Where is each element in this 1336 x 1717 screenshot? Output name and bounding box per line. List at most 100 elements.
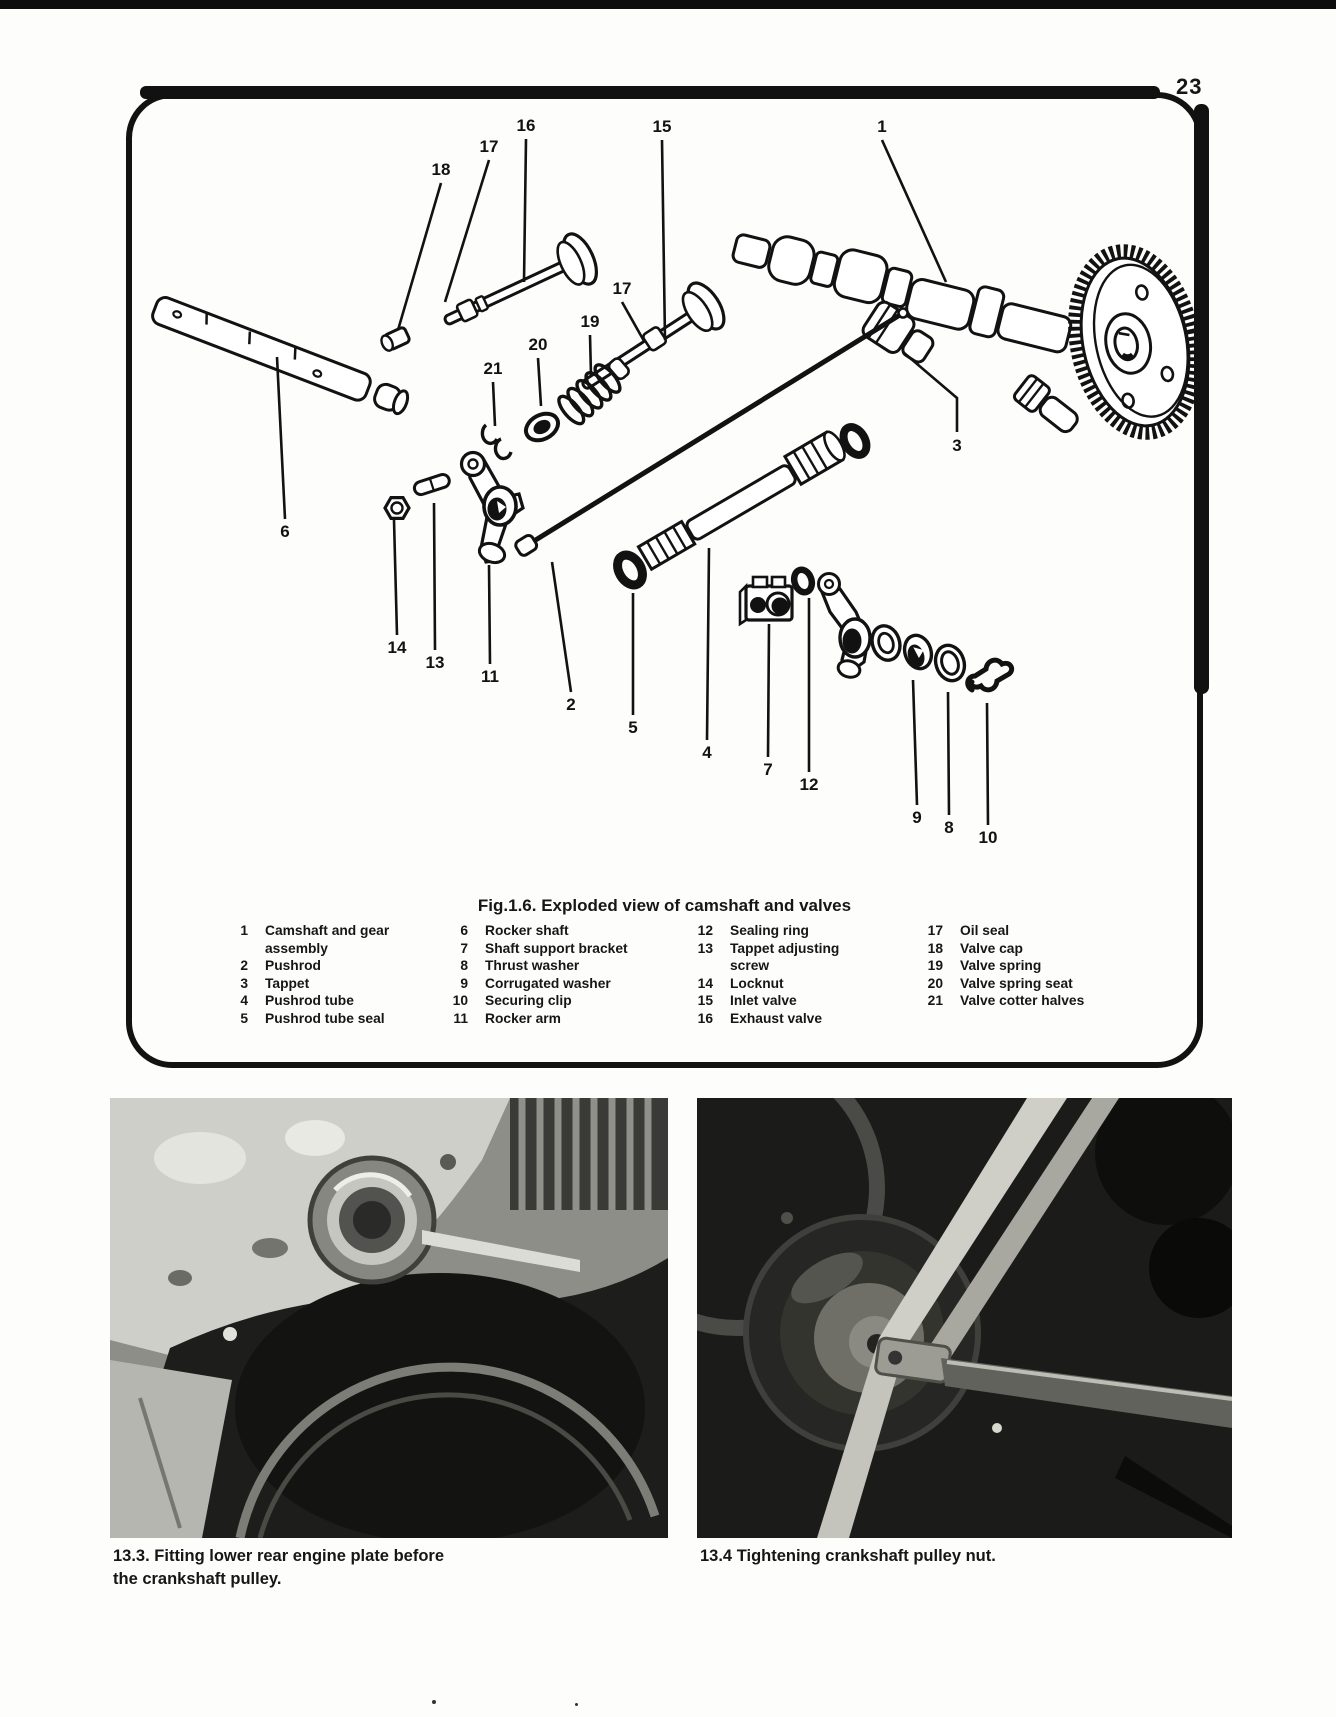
legend-item-number: 5 bbox=[240, 1010, 248, 1026]
legend-item: 3 Tappet bbox=[222, 975, 427, 993]
callout-11: 11 bbox=[481, 667, 499, 686]
callout-13: 13 bbox=[425, 653, 445, 672]
callout-10: 10 bbox=[978, 828, 998, 847]
callout-7: 7 bbox=[763, 760, 773, 779]
legend-item-label: Valve cotter halves bbox=[960, 993, 1085, 1009]
legend-item-label: Valve spring bbox=[960, 958, 1042, 974]
legend-item: 1 Camshaft and gear assembly bbox=[222, 922, 427, 957]
legend-item-label: Inlet valve bbox=[730, 993, 797, 1009]
callout-20: 20 bbox=[528, 335, 548, 354]
frame-right-bar bbox=[1194, 104, 1209, 694]
print-speck bbox=[432, 1700, 436, 1704]
caption-line: 13.4 Tightening crankshaft pulley nut. bbox=[700, 1547, 996, 1565]
legend-item: 13 Tappet adjusting screw bbox=[687, 940, 852, 975]
legend-item-number: 16 bbox=[697, 1010, 713, 1026]
legend-item: 21 Valve cotter halves bbox=[917, 992, 1147, 1010]
legend-item-label: Exhaust valve bbox=[730, 1010, 823, 1026]
callout-8: 8 bbox=[944, 818, 954, 837]
callout-17: 17 bbox=[479, 137, 499, 156]
legend-item-number: 20 bbox=[927, 975, 943, 991]
legend-item-label: Camshaft and gear assembly bbox=[265, 923, 390, 956]
legend-item-number: 1 bbox=[240, 923, 248, 938]
callout-15: 15 bbox=[652, 117, 672, 136]
photo-fitting-engine-plate bbox=[110, 1098, 668, 1538]
legend-item: 19 Valve spring bbox=[917, 957, 1147, 975]
legend-item-label: Pushrod bbox=[265, 958, 321, 974]
legend-column-2: 6 Rocker shaft 7 Shaft support bracket 8 Thru… bbox=[442, 922, 682, 1028]
legend-item: 11 Rocker arm bbox=[442, 1010, 682, 1028]
photo-caption-13-4: 13.4 Tightening crankshaft pulley nut. bbox=[700, 1545, 1220, 1568]
legend-item: 5 Pushrod tube seal bbox=[222, 1010, 427, 1028]
legend-item-number: 8 bbox=[460, 958, 468, 974]
legend-item: 20 Valve spring seat bbox=[917, 975, 1147, 993]
legend-item-number: 2 bbox=[240, 958, 248, 974]
callout-12: 12 bbox=[799, 775, 819, 794]
legend-item-label: Corrugated washer bbox=[485, 975, 611, 991]
legend-item-number: 7 bbox=[460, 940, 468, 956]
legend-item-label: Pushrod tube bbox=[265, 993, 354, 1009]
legend-item: 9 Corrugated washer bbox=[442, 975, 682, 993]
legend-item-number: 11 bbox=[453, 1010, 468, 1026]
legend-item: 18 Valve cap bbox=[917, 940, 1147, 958]
legend-item-number: 13 bbox=[697, 940, 713, 956]
legend-item-label: Rocker shaft bbox=[485, 923, 569, 938]
callout-16: 16 bbox=[516, 116, 536, 135]
callout-17: 17 bbox=[612, 279, 632, 298]
legend-item-label: Thrust washer bbox=[485, 958, 580, 974]
callout-19: 19 bbox=[580, 312, 600, 331]
callout-14: 14 bbox=[387, 638, 407, 657]
caption-line: the crankshaft pulley. bbox=[113, 1570, 282, 1588]
callout-21: 21 bbox=[483, 359, 503, 378]
legend-item: 7 Shaft support bracket bbox=[442, 940, 682, 958]
legend-item-number: 6 bbox=[460, 923, 468, 938]
callout-4: 4 bbox=[702, 743, 712, 762]
callout-6: 6 bbox=[280, 522, 290, 541]
legend-item-label: Valve spring seat bbox=[960, 975, 1073, 991]
frame-top-bar bbox=[140, 86, 1160, 99]
callout-5: 5 bbox=[628, 718, 638, 737]
legend-item: 15 Inlet valve bbox=[687, 992, 852, 1010]
callout-2: 2 bbox=[566, 695, 576, 714]
callout-3: 3 bbox=[952, 436, 962, 455]
page-top-edge bbox=[0, 0, 1336, 9]
legend-item-label: Valve cap bbox=[960, 940, 1023, 956]
callout-1: 1 bbox=[877, 117, 887, 136]
legend-item-number: 21 bbox=[927, 993, 943, 1009]
photo-caption-13-3: 13.3. Fitting lower rear engine plate be… bbox=[113, 1545, 593, 1591]
legend-item-label: Rocker arm bbox=[485, 1010, 561, 1026]
legend-item-label: Tappet bbox=[265, 975, 310, 991]
legend-item: 8 Thrust washer bbox=[442, 957, 682, 975]
legend-column-1: 1 Camshaft and gear assembly 2 Pushrod 3 Tapp… bbox=[222, 922, 427, 1028]
legend-item: 14 Locknut bbox=[687, 975, 852, 993]
figure-caption: Fig.1.6. Exploded view of camshaft and v… bbox=[477, 896, 852, 915]
legend-item-label: Securing clip bbox=[485, 993, 572, 1009]
legend-item-number: 19 bbox=[927, 958, 943, 974]
legend-item-number: 15 bbox=[697, 993, 713, 1009]
legend-item-number: 17 bbox=[927, 923, 943, 938]
legend-item: 2 Pushrod bbox=[222, 957, 427, 975]
legend-item-label: Pushrod tube seal bbox=[265, 1010, 385, 1026]
legend-item: 6 Rocker shaft bbox=[442, 922, 682, 940]
legend-item-label: Tappet adjusting screw bbox=[730, 940, 840, 974]
legend-item-number: 10 bbox=[452, 993, 468, 1009]
caption-line: 13.3. Fitting lower rear engine plate be… bbox=[113, 1547, 444, 1565]
legend-item-label: Locknut bbox=[730, 975, 784, 991]
legend-item-number: 14 bbox=[697, 975, 713, 991]
legend-item-label: Shaft support bracket bbox=[485, 940, 628, 956]
photo-tightening-pulley-nut bbox=[697, 1098, 1232, 1538]
print-speck bbox=[575, 1703, 578, 1706]
legend-item-number: 9 bbox=[460, 975, 468, 991]
page-number: 23 bbox=[1176, 74, 1203, 99]
callout-18: 18 bbox=[431, 160, 451, 179]
legend-item: 10 Securing clip bbox=[442, 992, 682, 1010]
legend-item-number: 4 bbox=[240, 993, 248, 1009]
legend-item: 16 Exhaust valve bbox=[687, 1010, 852, 1028]
legend-item-number: 18 bbox=[927, 940, 943, 956]
legend-item-number: 3 bbox=[240, 975, 248, 991]
legend-item: 4 Pushrod tube bbox=[222, 992, 427, 1010]
